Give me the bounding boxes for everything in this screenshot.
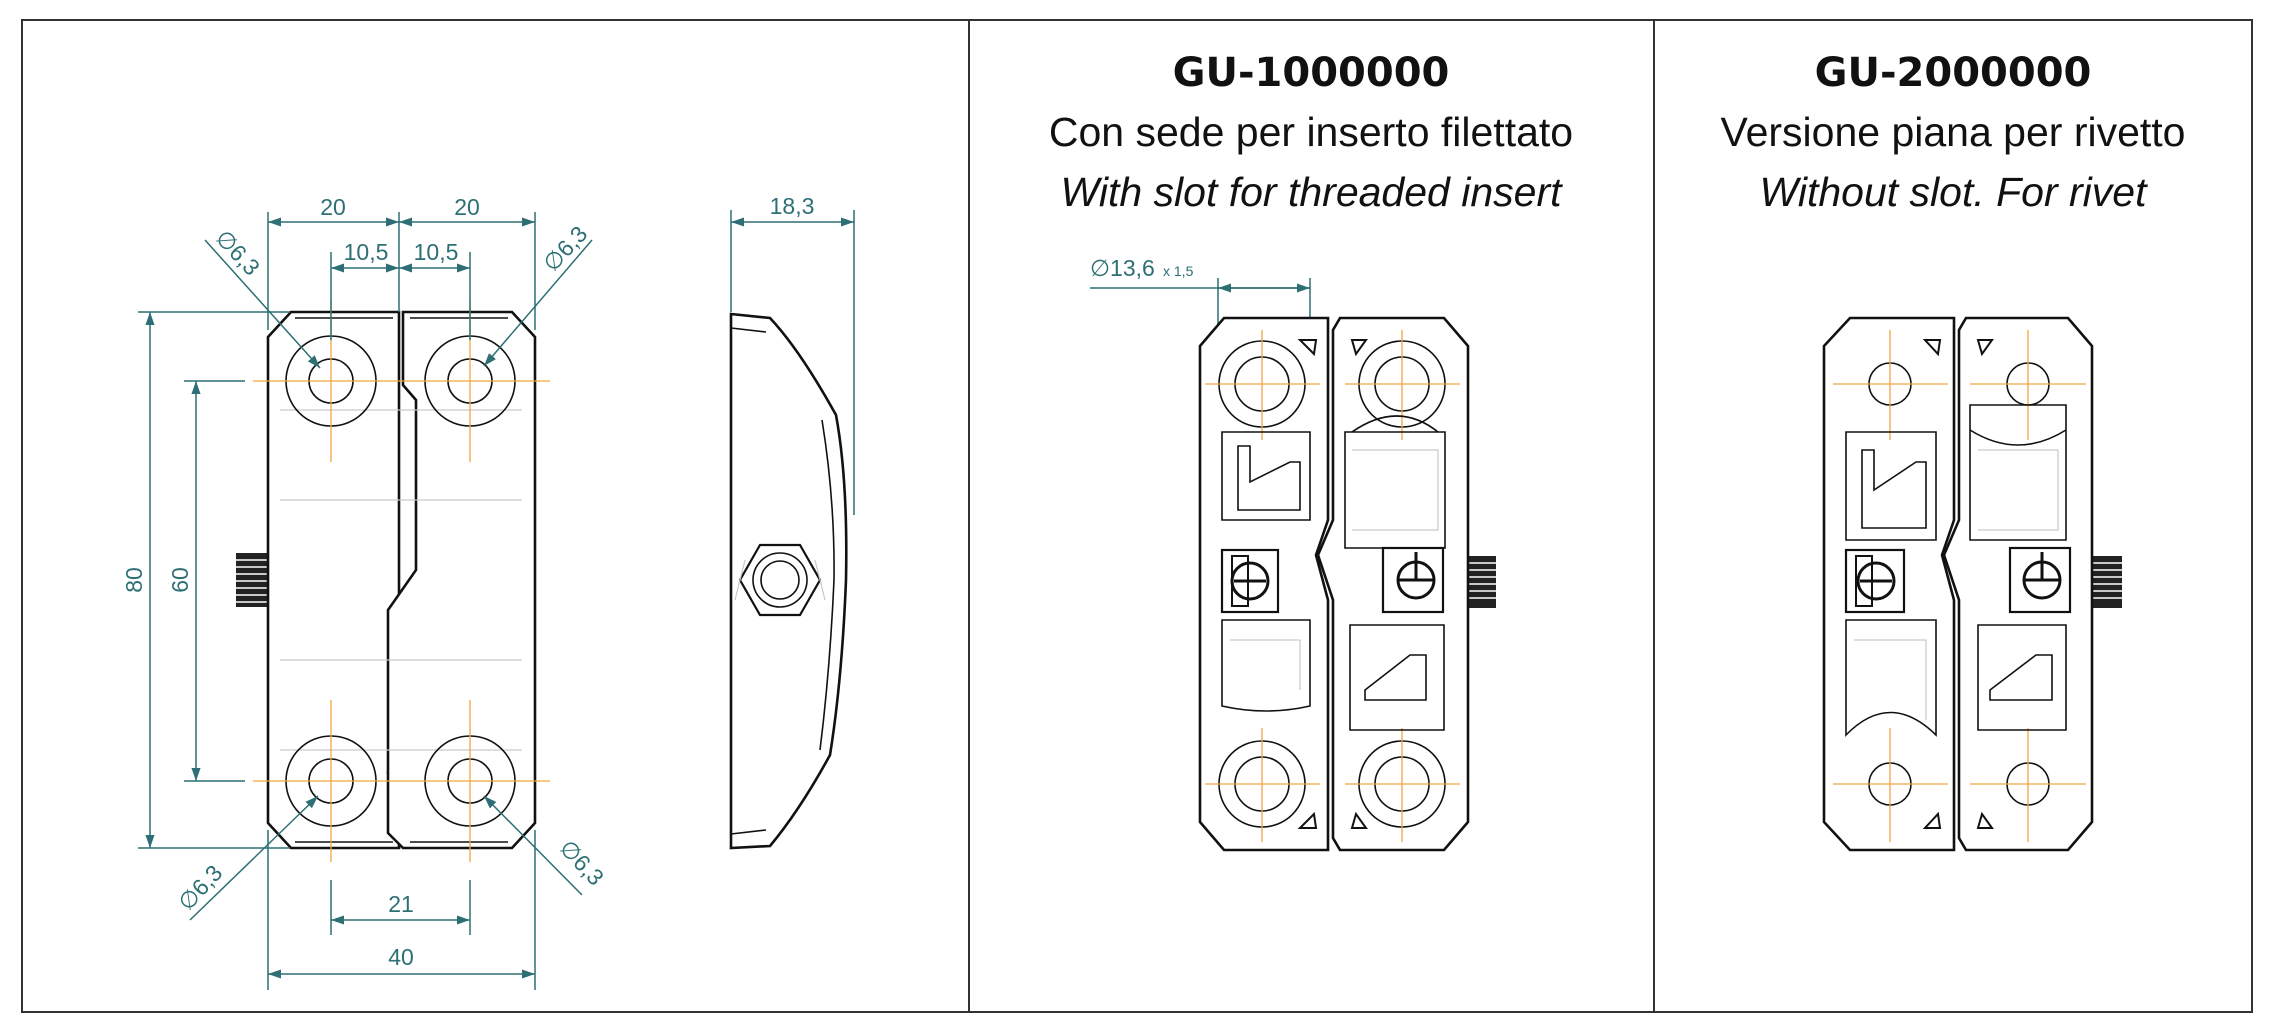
dim-width-top-right: 20	[454, 194, 480, 220]
dim-hole-offset-right: 10,5	[414, 239, 459, 265]
dim-hole-spacing-bottom: 21	[388, 891, 414, 917]
insert-dimension: ∅13,6	[1090, 255, 1155, 281]
variant-1-description-it: Con sede per inserto filettato	[1049, 109, 1573, 155]
dim-overall-height: 80	[121, 567, 147, 593]
brand-logo-left-v2	[1844, 548, 1906, 614]
insert-pitch: x 1,5	[1163, 263, 1194, 279]
dim-hole-diameter-br: ∅6,3	[555, 835, 609, 891]
dim-hole-spacing-vertical: 60	[167, 567, 193, 593]
right-half-plate	[386, 310, 537, 850]
variant-gu1000000-panel: GU-1000000 Con sede per inserto filettat…	[1049, 50, 1573, 852]
threaded-stud	[236, 553, 268, 607]
v1-left-half	[1198, 316, 1330, 852]
brand-logo-right-v2	[2008, 546, 2072, 614]
dim-width-top-left: 20	[320, 194, 346, 220]
threaded-stud-v2	[2092, 556, 2122, 608]
variant-1-code: GU-1000000	[1173, 50, 1450, 96]
v2-left-half	[1822, 316, 1956, 852]
dim-hole-diameter-bl: ∅6,3	[173, 860, 227, 916]
front-view-dimensioned: 20 20 10,5 10,5 ∅6,3 ∅6,3 ∅6,3 ∅6,3 80 6…	[121, 194, 609, 990]
variant-2-code: GU-2000000	[1815, 50, 2092, 96]
dim-hole-diameter-tl: ∅6,3	[211, 225, 265, 281]
variant-gu2000000-panel: GU-2000000 Versione piana per rivetto Wi…	[1721, 50, 2186, 852]
v2-right-half	[1942, 316, 2094, 852]
variant-2-description-it: Versione piana per rivetto	[1721, 109, 2186, 155]
dim-hole-offset-left: 10,5	[344, 239, 389, 265]
dim-overall-width: 40	[388, 944, 414, 970]
sheet-frame	[21, 19, 2253, 1013]
variant-1-description-en: With slot for threaded insert	[1061, 169, 1564, 215]
dim-side-thickness: 18,3	[770, 193, 815, 219]
threaded-stud-v1	[1466, 556, 1496, 608]
side-view: 18,3	[729, 193, 855, 850]
v1-right-half	[1316, 316, 1470, 852]
brand-logo-right	[1381, 546, 1445, 614]
brand-logo-left	[1220, 548, 1280, 614]
variant-2-description-en: Without slot. For rivet	[1760, 169, 2149, 215]
